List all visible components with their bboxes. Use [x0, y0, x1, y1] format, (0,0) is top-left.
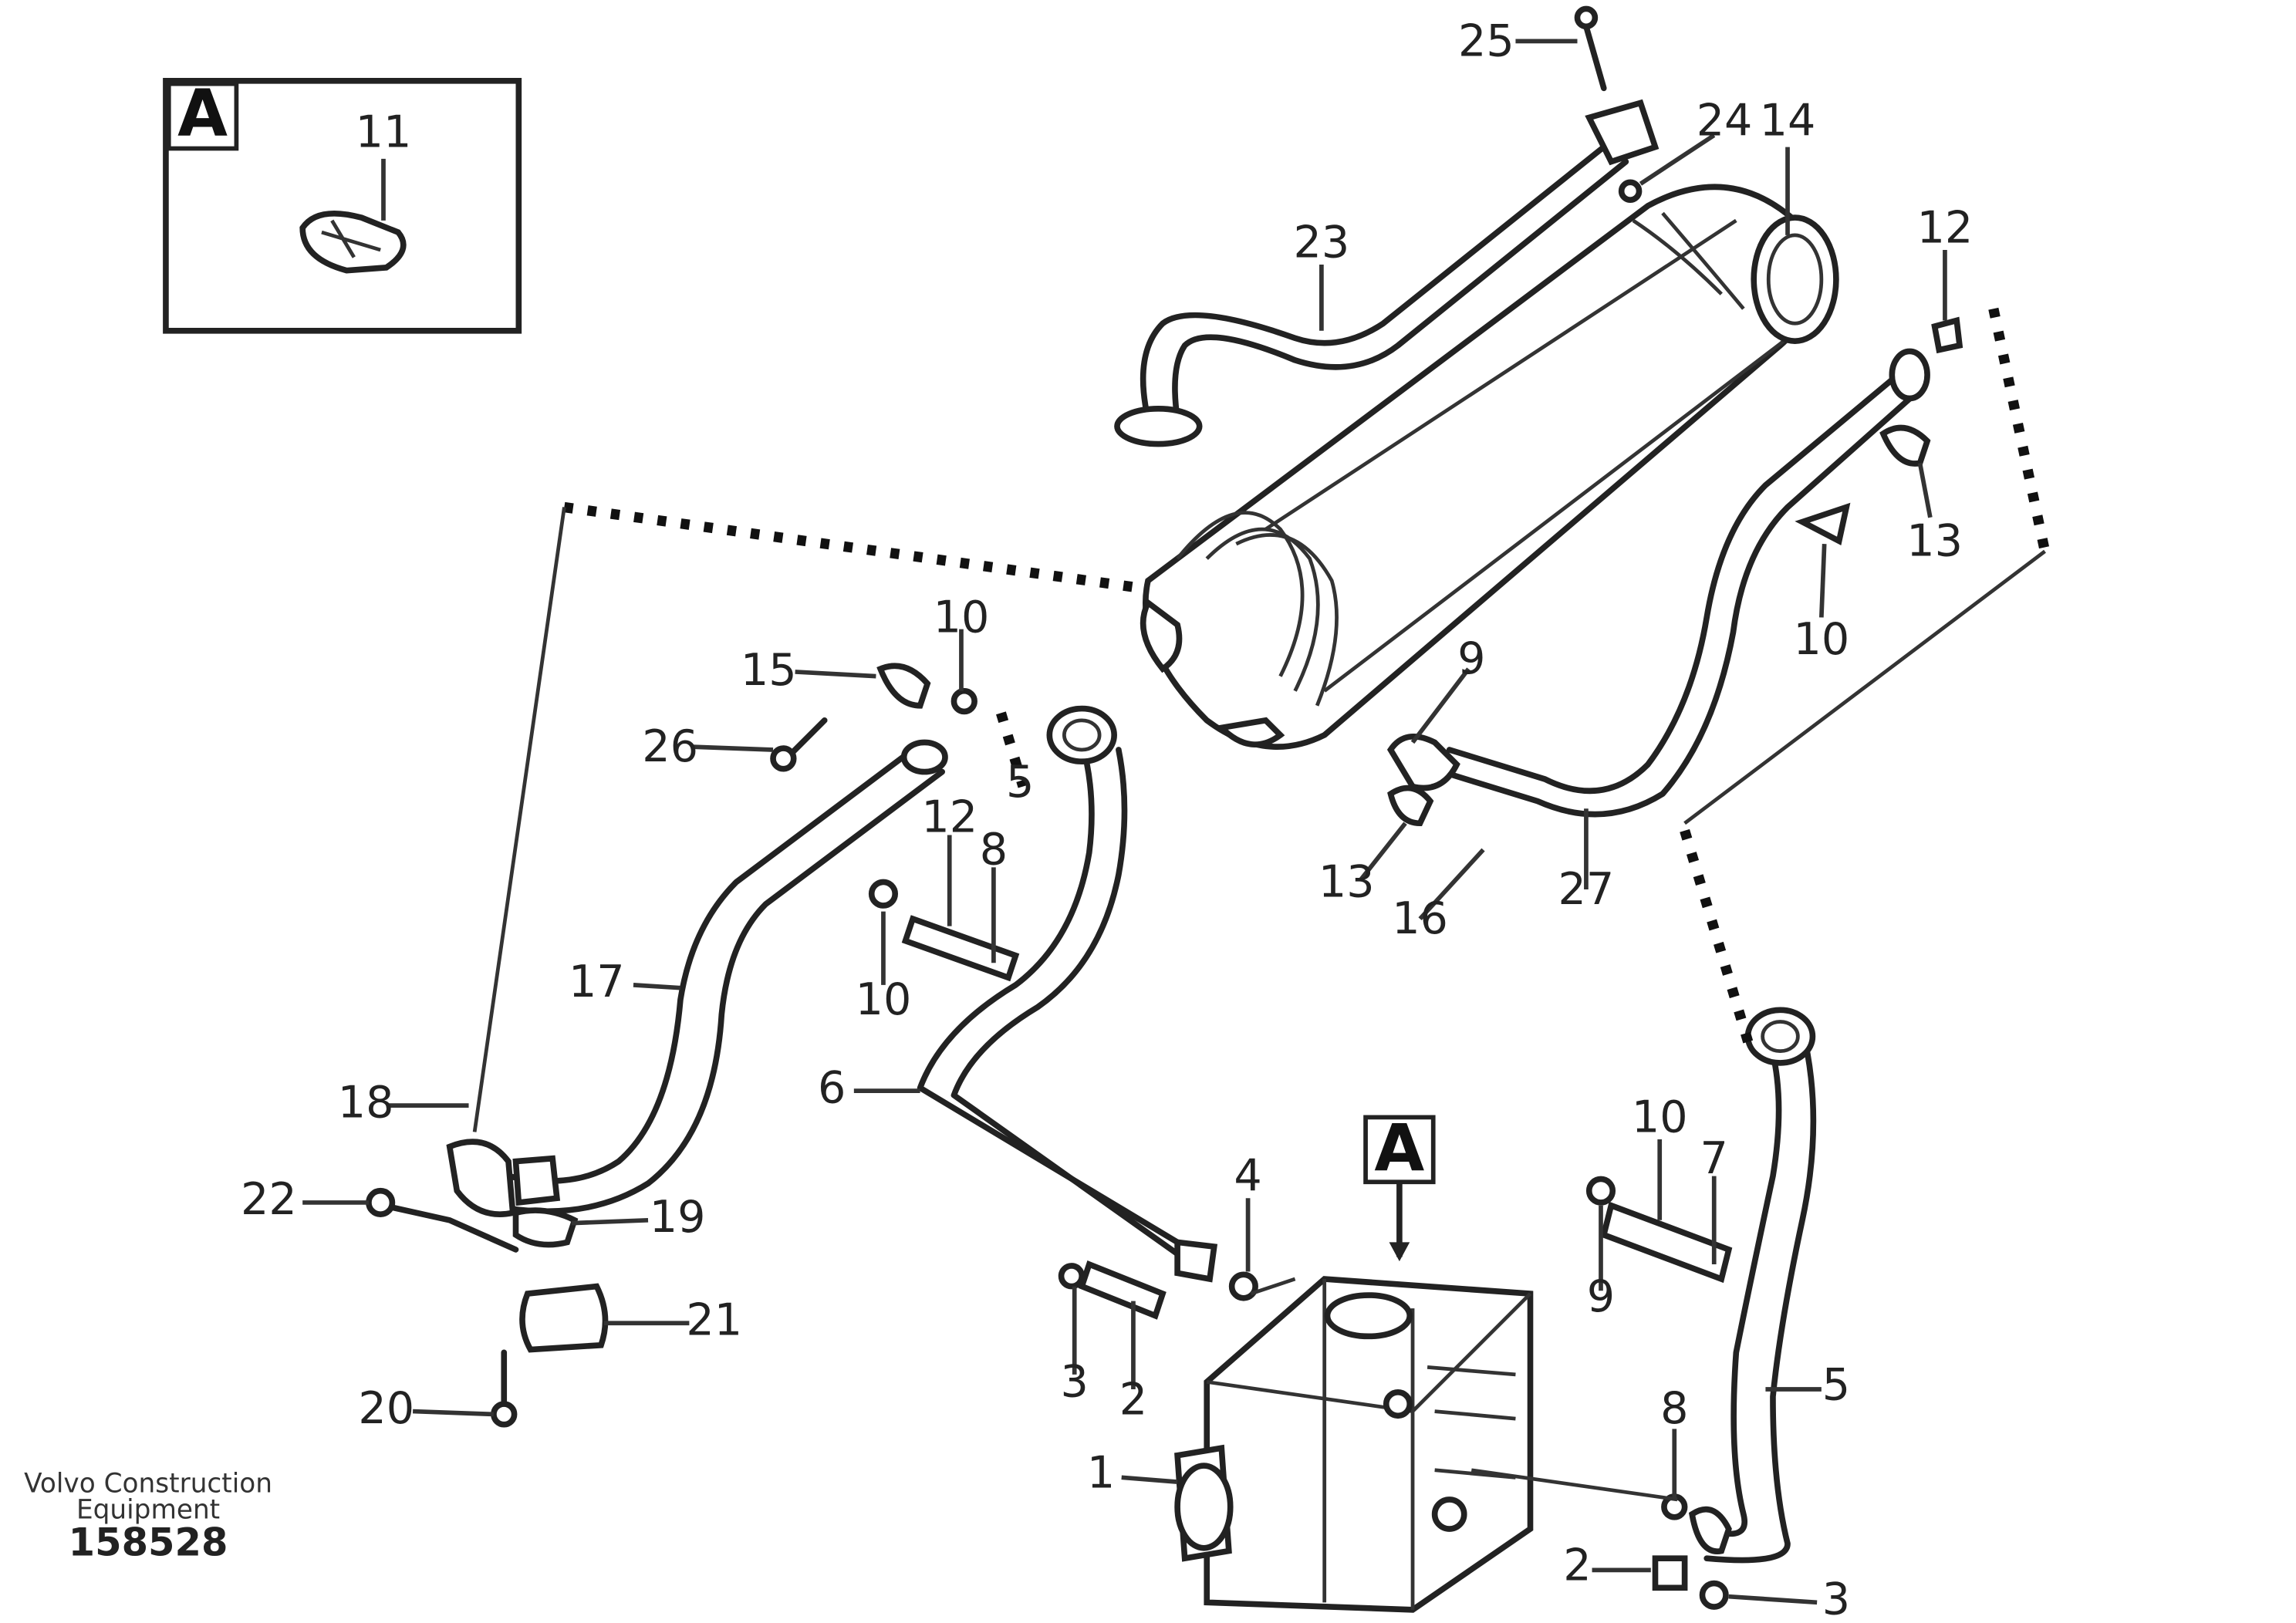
pipe-23: [1114, 99, 1660, 447]
clamp-10-lower: [1585, 1176, 1733, 1284]
footer-small-line2: Equipment: [76, 1495, 220, 1526]
label-15-left: 15: [741, 645, 797, 696]
dotted-connections: [563, 307, 2051, 1053]
clamp-part-11: [299, 211, 407, 274]
intercooler-body: [1140, 184, 1839, 750]
label-22: 22: [241, 1174, 297, 1225]
clamp-8-middle: [868, 687, 1020, 982]
label-26-left: 26: [642, 721, 698, 772]
label-19: 19: [650, 1192, 706, 1243]
label-10-center: 10: [934, 592, 990, 643]
label-8-right: 8: [1660, 1383, 1688, 1434]
label-10-right: 10: [1793, 614, 1849, 665]
label-16: 16: [1392, 893, 1448, 944]
fittings-lower: [1058, 1260, 1729, 1610]
label-9-mid: 9: [1457, 633, 1485, 684]
bolt-26: [770, 717, 828, 772]
callout-a-box: A: [1363, 1110, 1436, 1262]
pipe-6: [917, 705, 1218, 1283]
label-5-right: 5: [1822, 1359, 1850, 1410]
label-12-mid: 12: [921, 792, 977, 843]
label-3-left: 3: [1061, 1357, 1089, 1408]
thin-connection-lines: [472, 507, 2046, 1502]
detail-callout-label: A: [177, 75, 228, 150]
clamp-15: [876, 663, 931, 709]
label-12-top: 12: [1917, 202, 1974, 253]
valve-block: [1174, 1276, 1534, 1613]
label-25-top: 25: [1458, 15, 1514, 66]
footer-ref-code: 158528: [69, 1520, 228, 1564]
label-9-lower: 9: [1587, 1271, 1615, 1322]
label-2-right: 2: [1563, 1540, 1591, 1591]
pipe-17: [446, 739, 948, 1217]
pipe-5: [1688, 1007, 1817, 1564]
label-18: 18: [338, 1077, 394, 1128]
label-2-left: 2: [1119, 1374, 1147, 1425]
label-1: 1: [1087, 1448, 1115, 1499]
label-13-right: 13: [1906, 515, 1963, 566]
label-6: 6: [818, 1062, 846, 1113]
label-14: 14: [1760, 95, 1816, 146]
part-labels: 25 24 14 23 12 13 10 15 26 10 5 12 10 8 …: [241, 15, 1973, 1623]
detail-part-label: 11: [356, 107, 412, 158]
footer-reference: Volvo Construction Equipment 158528: [24, 1468, 272, 1564]
assembly-18-22: [366, 1187, 609, 1428]
svg-text:A: A: [1374, 1110, 1424, 1186]
label-7: 7: [1700, 1133, 1728, 1184]
label-5-center: 5: [1006, 757, 1034, 808]
label-27: 27: [1558, 864, 1615, 915]
label-3-right: 3: [1822, 1574, 1850, 1623]
label-8-mid: 8: [980, 825, 1008, 876]
leader-lines: [302, 39, 1947, 1605]
label-13-mid: 13: [1319, 857, 1375, 908]
bolt-25-top: [1574, 5, 1643, 203]
label-20: 20: [358, 1383, 414, 1434]
label-4: 4: [1234, 1151, 1261, 1202]
clamp-13-right: [1795, 316, 1963, 546]
label-17: 17: [569, 957, 625, 1007]
label-21: 21: [686, 1294, 742, 1345]
label-10-lower: 10: [1632, 1092, 1688, 1142]
label-24: 24: [1697, 95, 1753, 146]
pipe-right-27: [1386, 348, 1930, 827]
label-10-mid: 10: [856, 974, 912, 1025]
footer-small-line1: Volvo Construction: [24, 1468, 272, 1499]
detail-view-a: A 11: [163, 75, 522, 334]
label-23: 23: [1294, 218, 1350, 268]
